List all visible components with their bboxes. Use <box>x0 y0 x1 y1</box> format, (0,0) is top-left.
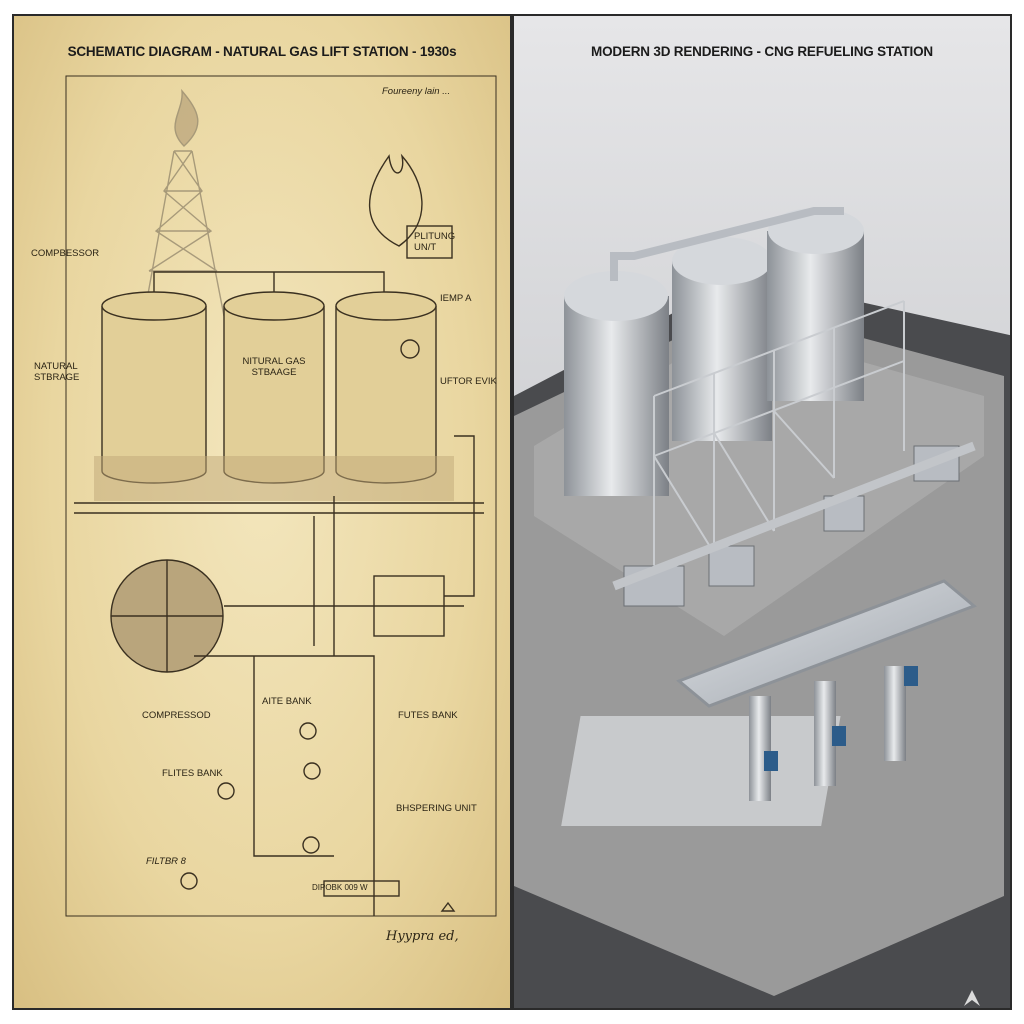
flame-icon <box>368 153 423 247</box>
storage-tanks <box>101 291 437 484</box>
label-note: Foureeny lain ... <box>382 86 451 97</box>
schematic-title: SCHEMATIC DIAGRAM - NATURAL GAS LIFT STA… <box>67 44 457 59</box>
platform-scaffold <box>653 300 905 576</box>
cng-station-rendering <box>514 207 1010 1008</box>
label-dispenser-box: DIPOBK 009 W <box>312 883 368 892</box>
label-compressor-top: COMPBESSOR <box>31 248 100 259</box>
rendering-title: MODERN 3D RENDERING - CNG REFUELING STAT… <box>591 44 933 59</box>
schematic-drawing <box>65 75 497 917</box>
label-filter-b: FILTBR 8 <box>146 856 186 867</box>
valve-icons <box>180 339 420 890</box>
label-natural-storage: NATURAL STBRAGE <box>34 361 80 383</box>
signature: Hyypra ed, <box>386 929 459 944</box>
label-filter-bank: FLITES BANK <box>162 768 223 779</box>
refueling-canopy <box>561 579 977 826</box>
label-aite-bank: AITE BANK <box>262 696 312 707</box>
compressor-units <box>612 441 976 607</box>
label-natural-gas-storage: NITURAL GAS STBAAGE <box>242 356 306 378</box>
storage-tanks <box>564 207 864 496</box>
schematic-panel: SCHEMATIC DIAGRAM - NATURAL GAS LIFT STA… <box>12 14 512 1010</box>
label-vector: UFTOR EVIK <box>440 376 497 387</box>
label-plotting-unit: PLITUNG UN/T <box>414 231 456 253</box>
rendering-panel: MODERN 3D RENDERING - CNG REFUELING STAT… <box>512 14 1012 1010</box>
label-temp-a: IEMP A <box>440 293 472 304</box>
label-compressor-mid: COMPRESSOD <box>142 710 211 721</box>
derrick-icon <box>143 88 225 317</box>
label-futes-bank: FUTES BANK <box>398 710 458 721</box>
label-dispensing-unit: BHSPERING UNIT <box>396 803 477 814</box>
